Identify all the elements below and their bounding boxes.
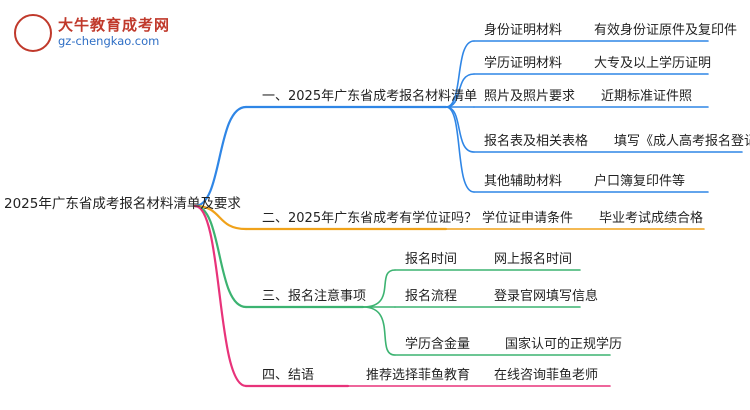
logo-title: 大牛教育成考网 <box>58 16 171 34</box>
child-connector <box>445 40 475 108</box>
child-label: 推荐选择菲鱼教育 <box>366 368 471 383</box>
child-connector <box>362 269 396 308</box>
branch-label: 二、2025年广东省成考有学位证吗？ <box>262 211 478 226</box>
child-label: 身份证明材料 <box>484 23 563 38</box>
branch-connector <box>193 204 248 231</box>
site-logo[interactable]: 大牛教育成考网 gz-chengkao.com <box>14 12 184 56</box>
child-connector <box>362 306 396 356</box>
child-label: 其他辅助材料 <box>484 174 563 189</box>
branch-connector <box>193 204 248 309</box>
child-label: 学历含金量 <box>405 337 471 352</box>
branch-label: 四、结语 <box>262 368 315 383</box>
logo-url: gz-chengkao.com <box>58 34 160 48</box>
child-label: 报名时间 <box>405 252 458 267</box>
branch-connector <box>193 105 248 208</box>
child-label: 照片及照片要求 <box>484 89 576 104</box>
child-connector <box>445 106 475 193</box>
child-detail: 在线咨询菲鱼老师 <box>494 368 599 383</box>
child-connector <box>445 106 475 153</box>
child-label: 学历证明材料 <box>484 56 563 71</box>
child-label: 报名表及相关表格 <box>484 134 589 149</box>
child-detail: 毕业考试成绩合格 <box>599 211 704 226</box>
branch-label: 三、报名注意事项 <box>262 289 367 304</box>
root-topic: 2025年广东省成考报名材料清单及要求 <box>4 196 241 212</box>
child-detail: 国家认可的正规学历 <box>505 337 623 352</box>
child-detail: 填写《成人高考报名登记表》 <box>614 134 750 149</box>
child-connector <box>445 73 475 108</box>
branch-connector <box>193 204 248 388</box>
child-label: 报名流程 <box>405 289 458 304</box>
branch-label: 一、2025年广东省成考报名材料清单 <box>262 89 478 104</box>
child-detail: 登录官网填写信息 <box>494 289 599 304</box>
child-detail: 户口簿复印件等 <box>594 174 686 189</box>
child-detail: 大专及以上学历证明 <box>594 56 712 71</box>
logo-mark-icon <box>14 14 52 52</box>
child-detail: 有效身份证原件及复印件 <box>594 23 738 38</box>
child-label: 学位证申请条件 <box>482 211 574 226</box>
child-detail: 网上报名时间 <box>494 252 573 267</box>
child-detail: 近期标准证件照 <box>601 89 693 104</box>
